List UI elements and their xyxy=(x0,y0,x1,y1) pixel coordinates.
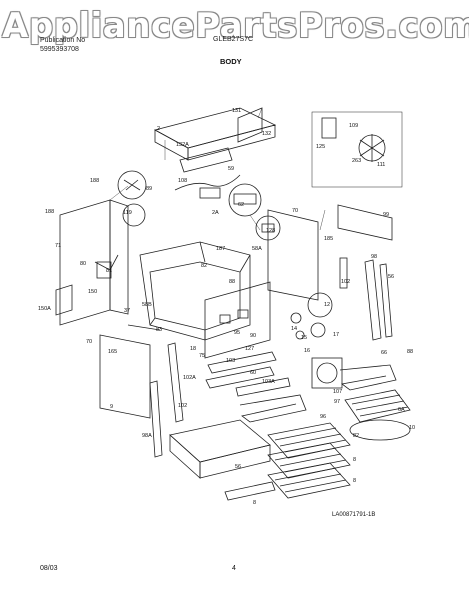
callout-label: 16 xyxy=(304,348,310,354)
callout-label: 14 xyxy=(291,326,297,332)
callout-label: 125 xyxy=(316,144,325,150)
callout-label: 88 xyxy=(407,349,413,355)
callout-label: 102 xyxy=(178,403,187,409)
callout-label: 132 xyxy=(262,131,271,137)
callout-label: 17 xyxy=(333,332,339,338)
front-frame xyxy=(204,281,271,359)
callout-label: 56 xyxy=(235,464,241,470)
callout-label: 187 xyxy=(216,246,225,252)
callout-label: 70 xyxy=(86,339,92,345)
callout-label: 59 xyxy=(228,166,234,172)
callout-label: 15 xyxy=(301,335,307,341)
callout-label: 102A xyxy=(183,375,196,381)
callout-label: 95 xyxy=(234,330,240,336)
section-title: BODY xyxy=(220,57,242,66)
inset-circle-62 xyxy=(228,183,262,217)
oven-rack-3 xyxy=(267,462,351,499)
publication-header: Publication No 5995393708 xyxy=(40,36,85,54)
callout-label: 263 xyxy=(352,158,361,164)
callout-label: 99 xyxy=(383,212,389,218)
footer-page-number: 4 xyxy=(232,565,236,572)
callout-label: 56 xyxy=(388,274,394,280)
callout-label: 128 xyxy=(266,228,275,234)
callout-label: 98 xyxy=(371,254,377,260)
vent-bracket xyxy=(237,107,263,143)
callout-label: 131 xyxy=(232,108,241,114)
trim-98 xyxy=(364,259,382,341)
publication-number: 5995393708 xyxy=(40,46,79,53)
back-panel xyxy=(337,204,393,241)
callout-label: 8 xyxy=(353,457,356,463)
callout-label: 71 xyxy=(55,243,61,249)
callout-label: 81 xyxy=(106,268,112,274)
inset-box-convection xyxy=(311,111,403,188)
callout-label: 58A xyxy=(252,246,262,252)
convection-fan-cover xyxy=(311,357,343,389)
callout-label: 10 xyxy=(409,425,415,431)
callout-label: 60 xyxy=(250,370,256,376)
callout-label: 8 xyxy=(353,478,356,484)
broil-pan xyxy=(349,419,411,441)
inset-circle-89 xyxy=(117,170,147,200)
callout-label: 70 xyxy=(292,208,298,214)
model-number: GLEB27S7C xyxy=(213,36,254,43)
callout-label: 12 xyxy=(324,302,330,308)
callout-label: 127 xyxy=(245,346,254,352)
watermark: AppliancePartsPros.com xyxy=(2,6,469,46)
callout-label: 58B xyxy=(142,302,152,308)
left-lower-panel xyxy=(99,334,151,419)
callout-label: 82 xyxy=(353,433,359,439)
callout-label: 37 xyxy=(124,308,130,314)
callout-label: 119 xyxy=(123,210,132,216)
callout-label: 108 xyxy=(178,178,187,184)
oven-rack-1 xyxy=(267,422,351,459)
callout-label: 150 xyxy=(88,289,97,295)
callout-label: 8 xyxy=(253,500,256,506)
callout-label: 96 xyxy=(320,414,326,420)
publication-label: Publication No xyxy=(40,37,86,44)
footer-date: 08/03 xyxy=(40,565,58,572)
callout-label: 66 xyxy=(381,350,387,356)
callout-label: 98A xyxy=(142,433,152,439)
callout-label: 2 xyxy=(157,126,160,132)
callout-label: 18 xyxy=(190,346,196,352)
callout-label: 103 xyxy=(226,358,235,364)
right-side-panel xyxy=(267,209,319,301)
callout-label: 188 xyxy=(90,178,99,184)
callout-label: 89 xyxy=(146,186,152,192)
drawing-number: LA00871791-1B xyxy=(332,512,376,518)
callout-label: 111 xyxy=(377,162,385,168)
callout-label: 6A xyxy=(398,407,405,413)
callout-label: 2A xyxy=(212,210,219,216)
bake-element xyxy=(339,364,397,391)
callout-label: 102 xyxy=(341,279,350,285)
callout-label: 109 xyxy=(349,123,358,129)
callout-label: 83 xyxy=(156,327,162,333)
callout-label: 82 xyxy=(201,263,207,269)
callout-label: 107 xyxy=(333,389,342,395)
callout-label: 62 xyxy=(238,202,244,208)
callout-label: 185 xyxy=(324,236,333,242)
callout-label: 97 xyxy=(334,399,340,405)
callout-label: 150A xyxy=(38,306,51,312)
callout-label: 90 xyxy=(250,333,256,339)
callout-label: 75 xyxy=(199,353,205,359)
oven-cavity xyxy=(139,241,251,341)
kick-plate xyxy=(224,481,276,501)
bottom-panel xyxy=(169,419,271,463)
callout-label: 132A xyxy=(176,142,189,148)
oven-rack-2 xyxy=(267,442,351,479)
callout-label: 88 xyxy=(229,279,235,285)
callout-label: 80 xyxy=(80,261,86,267)
callout-label: 165 xyxy=(108,349,117,355)
broil-element xyxy=(239,394,307,423)
callout-label: 103A xyxy=(262,379,275,385)
control-trim-103 xyxy=(207,351,277,374)
callout-label: 188 xyxy=(45,209,54,215)
oven-rack-6A xyxy=(344,389,411,423)
callout-label: 9 xyxy=(110,404,113,410)
